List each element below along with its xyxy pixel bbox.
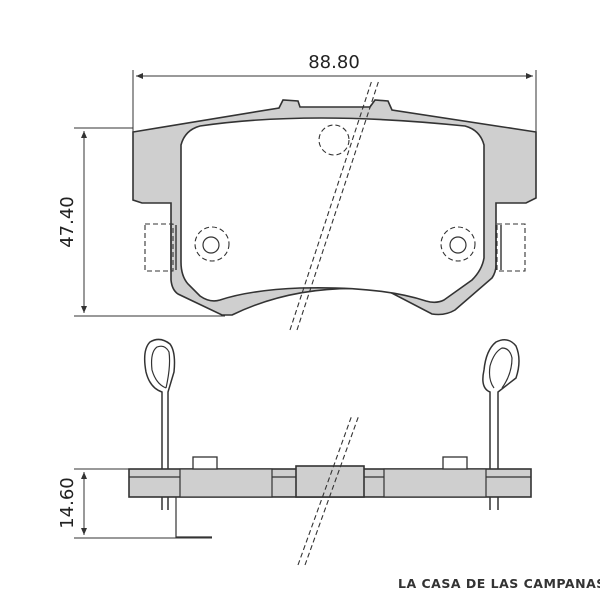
- pad-side-view: [128, 338, 532, 566]
- width-value: 88.80: [308, 52, 360, 73]
- wear-clip-right: [482, 339, 520, 510]
- watermark-text: LA CASA DE LAS CAMPANAS: [398, 576, 600, 591]
- height-dimension: 47.40: [57, 127, 225, 317]
- thickness-dimension: 14.60: [57, 468, 212, 539]
- pad-front-view: [132, 79, 537, 331]
- width-dimension: 88.80: [132, 52, 537, 132]
- height-value: 47.40: [57, 196, 78, 248]
- thickness-value: 14.60: [57, 477, 78, 529]
- pad-friction-material: [180, 117, 485, 304]
- wear-clip-left: [143, 338, 176, 510]
